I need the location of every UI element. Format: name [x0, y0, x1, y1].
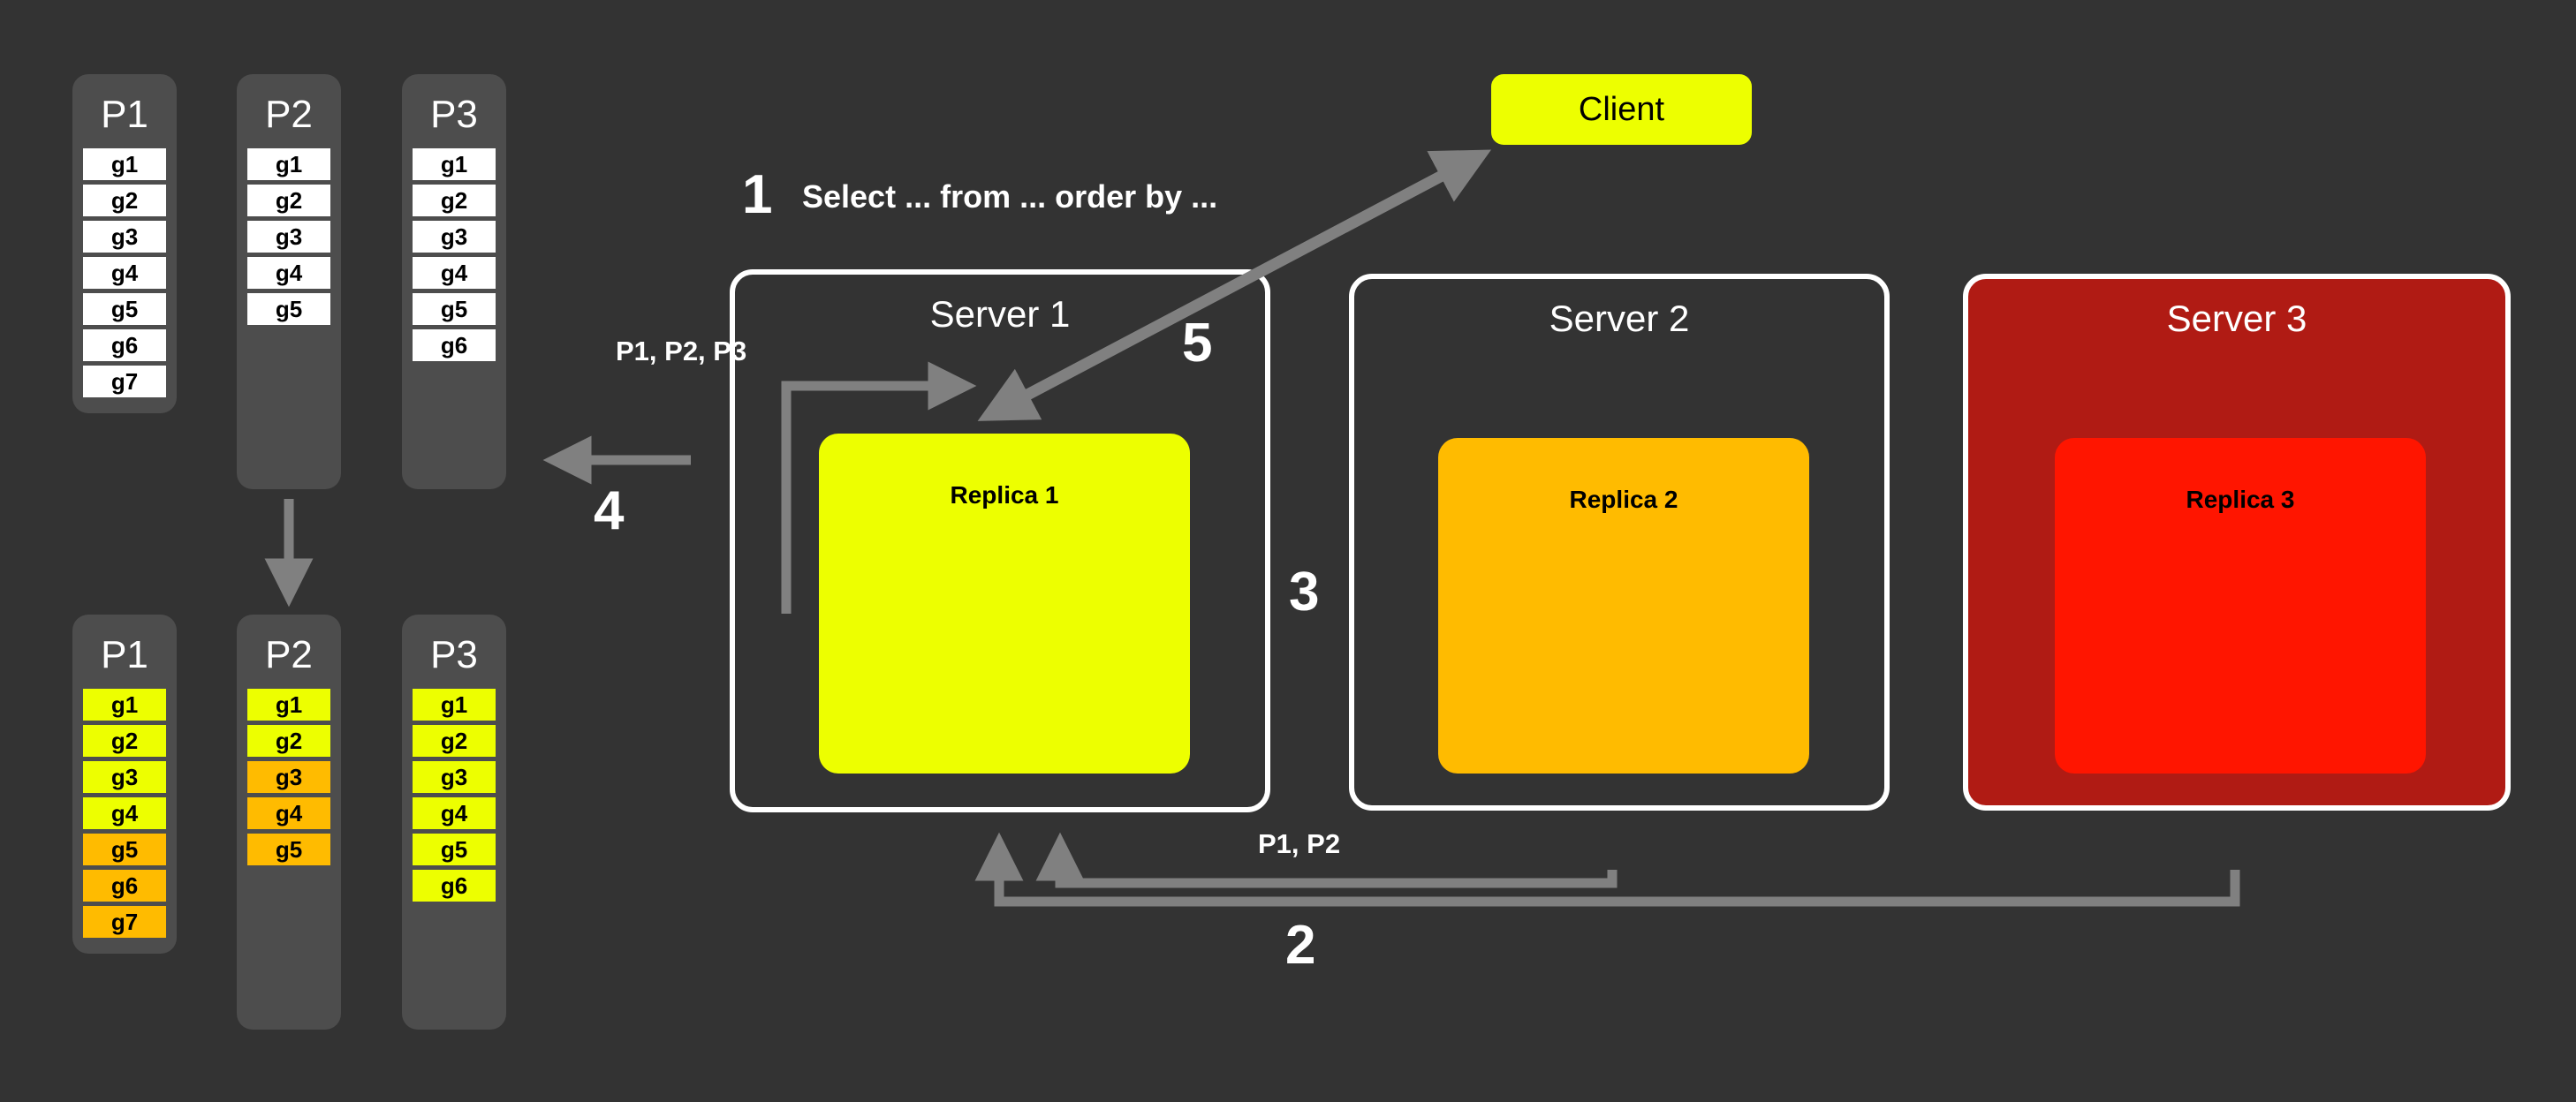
partition-column-top-p1: P1 g1 g2 g3 g4 g5 g6 g7: [72, 74, 177, 413]
partition-title: P2: [265, 93, 313, 136]
partition-cell: g3: [413, 761, 496, 793]
partition-cell: g5: [413, 834, 496, 865]
step-label-5: 5: [1182, 313, 1213, 374]
partition-cell: g7: [83, 366, 166, 397]
partition-cell: g6: [413, 329, 496, 361]
query-caption: Select ... from ... order by ...: [802, 178, 1218, 215]
server-2-title: Server 2: [1549, 298, 1690, 339]
partition-cell: g6: [413, 870, 496, 902]
partition-cell: g2: [247, 185, 330, 216]
partition-cell: g1: [413, 148, 496, 180]
partition-cell: g3: [247, 761, 330, 793]
partition-title: P3: [430, 633, 478, 676]
replica-1-label: Replica 1: [950, 481, 1059, 509]
partition-cell-list: g1 g2 g3 g4 g5: [237, 148, 341, 325]
partition-cell: g2: [83, 725, 166, 757]
partition-column-top-p2: P2 g1 g2 g3 g4 g5: [237, 74, 341, 489]
step-label-1: 1: [742, 164, 773, 225]
partition-title: P3: [430, 93, 478, 136]
arrow-step-2-server3-to-server1: [974, 832, 2240, 907]
partition-cell: g4: [83, 257, 166, 289]
partition-cell: g2: [413, 185, 496, 216]
partition-cell: g6: [83, 329, 166, 361]
partition-cell: g5: [413, 293, 496, 325]
replica-3-label: Replica 3: [2186, 486, 2295, 513]
client-box[interactable]: Client: [1491, 74, 1752, 145]
partition-cell: g7: [83, 906, 166, 938]
partition-column-bottom-p3: P3 g1 g2 g3 g4 g5 g6: [402, 615, 506, 1030]
partition-cell: g5: [247, 834, 330, 865]
partition-cell: g5: [83, 834, 166, 865]
partition-cell: g2: [83, 185, 166, 216]
partition-cell: g4: [247, 797, 330, 829]
partition-cell: g3: [247, 221, 330, 253]
server-2-box[interactable]: Server 2 Replica 2: [1349, 274, 1890, 811]
partition-cell: g5: [83, 293, 166, 325]
partition-cell: g3: [83, 761, 166, 793]
step-label-2: 2: [1285, 915, 1316, 976]
server-3-box[interactable]: Server 3 Replica 3: [1963, 274, 2511, 811]
partition-cell: g3: [413, 221, 496, 253]
partition-cell: g1: [83, 689, 166, 721]
partition-cell-list: g1 g2 g3 g4 g5 g6 g7: [72, 148, 177, 397]
partition-cell: g1: [83, 148, 166, 180]
replica-3-box[interactable]: Replica 3: [2055, 438, 2426, 774]
partition-cell: g2: [247, 725, 330, 757]
replica-2-label: Replica 2: [1569, 486, 1678, 513]
partition-cell: g4: [83, 797, 166, 829]
label-p1-p2: P1, P2: [1258, 828, 1341, 859]
partition-cell: g5: [247, 293, 330, 325]
replica-1-box[interactable]: Replica 1: [819, 434, 1190, 774]
label-p1-p2-p3: P1, P2, P3: [616, 336, 747, 366]
partition-title: P1: [101, 93, 148, 136]
partition-column-top-p3: P3 g1 g2 g3 g4 g5 g6: [402, 74, 506, 489]
partition-cell-list: g1 g2 g3 g4 g5 g6: [402, 148, 506, 361]
server-3-title: Server 3: [2166, 298, 2307, 339]
partition-cell: g3: [83, 221, 166, 253]
partition-cell: g4: [413, 257, 496, 289]
partition-cell: g4: [413, 797, 496, 829]
replica-2-box[interactable]: Replica 2: [1438, 438, 1809, 774]
partition-cell: g2: [413, 725, 496, 757]
partition-cell: g1: [247, 148, 330, 180]
partition-column-bottom-p1: P1 g1 g2 g3 g4 g5 g6 g7: [72, 615, 177, 954]
partition-cell-list: g1 g2 g3 g4 g5: [237, 689, 341, 865]
step-label-4: 4: [594, 480, 625, 541]
partition-cell-list: g1 g2 g3 g4 g5 g6: [402, 689, 506, 902]
partition-title: P2: [265, 633, 313, 676]
partition-cell: g1: [413, 689, 496, 721]
partition-cell: g6: [83, 870, 166, 902]
partition-column-bottom-p2: P2 g1 g2 g3 g4 g5: [237, 615, 341, 1030]
client-label: Client: [1578, 90, 1665, 128]
step-label-3: 3: [1289, 562, 1320, 623]
partition-cell: g1: [247, 689, 330, 721]
partition-title: P1: [101, 633, 148, 676]
partition-cell: g4: [247, 257, 330, 289]
partition-cell-list: g1 g2 g3 g4 g5 g6 g7: [72, 689, 177, 938]
